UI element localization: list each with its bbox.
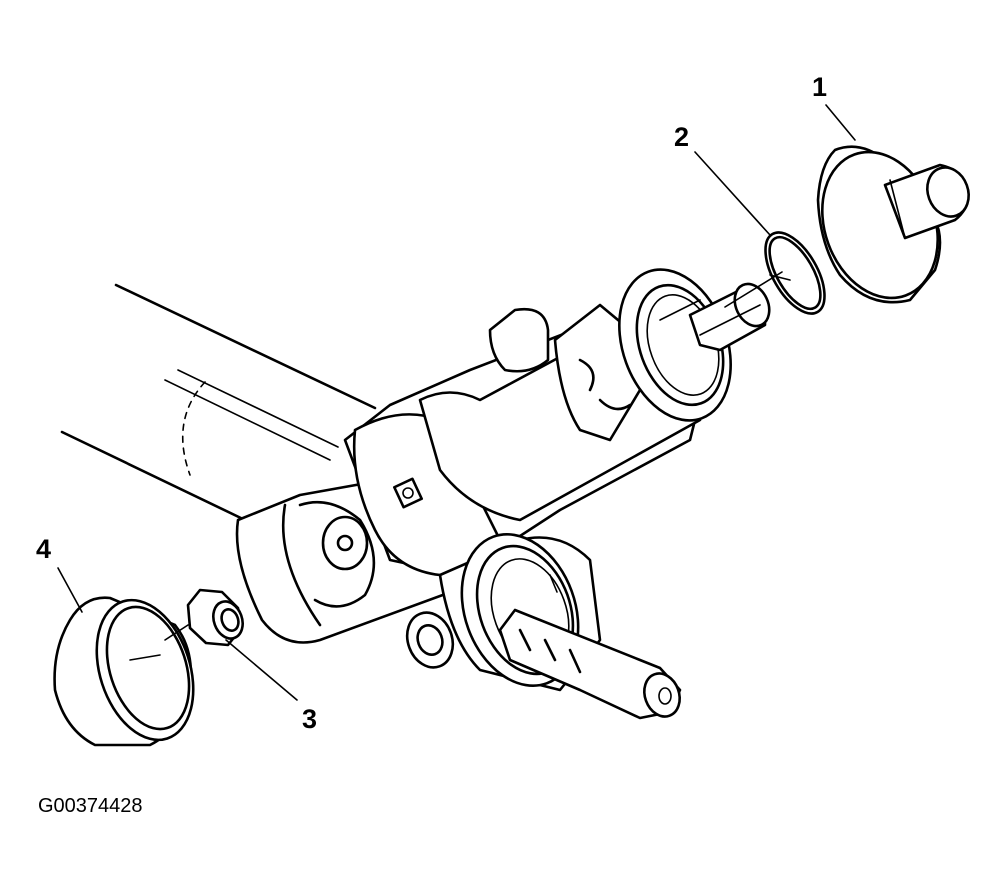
- callout-1: 1: [812, 72, 828, 102]
- pinion-shaft: [498, 608, 682, 720]
- callout-4: 4: [36, 534, 52, 564]
- callout-3: 3: [302, 704, 318, 734]
- part-4-cap: [53, 596, 195, 747]
- input-shaft: [659, 282, 771, 352]
- part-2-retaining-ring: [764, 231, 826, 315]
- part-3-nut: [186, 588, 244, 647]
- part-1-dust-cover: [816, 145, 970, 304]
- callout-2: 2: [674, 122, 690, 152]
- figure-code: G00374428: [38, 795, 143, 817]
- rack-housing-tube: [60, 283, 377, 522]
- leader-lines: [57, 104, 856, 701]
